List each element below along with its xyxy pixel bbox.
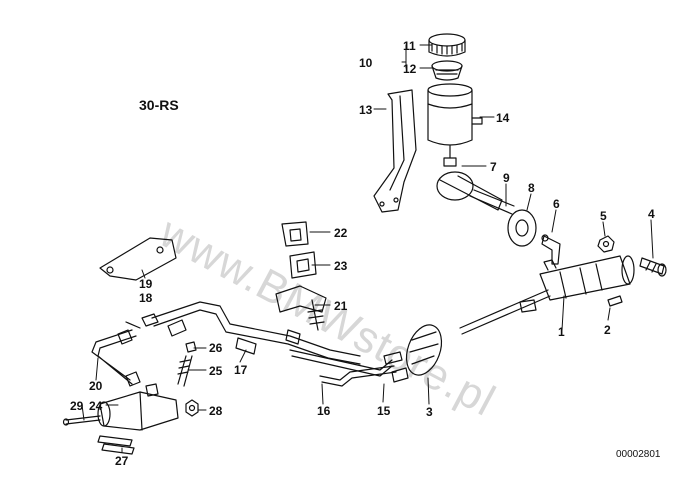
- leader-lines: [81, 44, 654, 453]
- reservoir-cap: [428, 33, 466, 57]
- reservoir-hose: [436, 171, 515, 215]
- hose-fitting: [541, 234, 561, 265]
- callout-2: 2: [604, 323, 611, 337]
- callout-10: 10: [359, 56, 373, 70]
- callout-9: 9: [503, 171, 510, 185]
- reservoir-bracket: [373, 89, 417, 213]
- callout-4: 4: [648, 207, 655, 221]
- callout-8: 8: [528, 181, 535, 195]
- callout-6: 6: [553, 197, 560, 211]
- callout-11: 11: [403, 39, 416, 53]
- callout-18: 18: [139, 291, 153, 305]
- callout-5: 5: [600, 209, 607, 223]
- callout-23: 23: [334, 259, 348, 273]
- callout-27: 27: [115, 454, 129, 468]
- bolt: [639, 257, 667, 277]
- callout-15: 15: [377, 404, 391, 418]
- callout-17: 17: [234, 363, 248, 377]
- callout-26: 26: [209, 341, 223, 355]
- slave-pushrod: [62, 415, 101, 426]
- pipe-holder-bracket: [275, 285, 327, 331]
- nut: [597, 235, 615, 253]
- callout-7: 7: [490, 160, 497, 174]
- clutch-master-cylinder: [459, 255, 635, 335]
- callout-28: 28: [209, 404, 223, 418]
- callout-21: 21: [334, 299, 348, 313]
- callout-20: 20: [89, 379, 103, 393]
- callout-1: 1: [558, 325, 565, 339]
- callout-3: 3: [426, 405, 433, 419]
- mounting-bracket: [99, 237, 177, 281]
- callout-12: 12: [403, 62, 417, 76]
- callout-16: 16: [317, 404, 331, 418]
- callout-25: 25: [209, 364, 223, 378]
- callout-29: 29: [70, 399, 84, 413]
- pipe-clamp-upper: [281, 221, 309, 247]
- slave-nut: [185, 399, 199, 417]
- callout-19: 19: [139, 277, 153, 291]
- dust-boot: [405, 324, 443, 376]
- filter-screen: [431, 60, 463, 81]
- model-label: 30-RS: [139, 97, 179, 113]
- pipe-clamp-lower: [289, 251, 317, 279]
- bleeder-valve: [177, 341, 197, 387]
- clutch-pipe: [151, 301, 409, 387]
- grommet: [507, 209, 537, 247]
- callout-24: 24: [89, 399, 103, 413]
- flexible-hose: [125, 313, 257, 355]
- callout-22: 22: [334, 226, 348, 240]
- fluid-reservoir: [427, 83, 483, 167]
- callout-13: 13: [359, 103, 373, 117]
- slave-bolts: [97, 435, 135, 455]
- callout-14: 14: [496, 111, 510, 125]
- clutch-slave-cylinder: [97, 383, 179, 431]
- drawing-code: 00002801: [616, 449, 661, 460]
- hydraulic-line: [91, 329, 141, 387]
